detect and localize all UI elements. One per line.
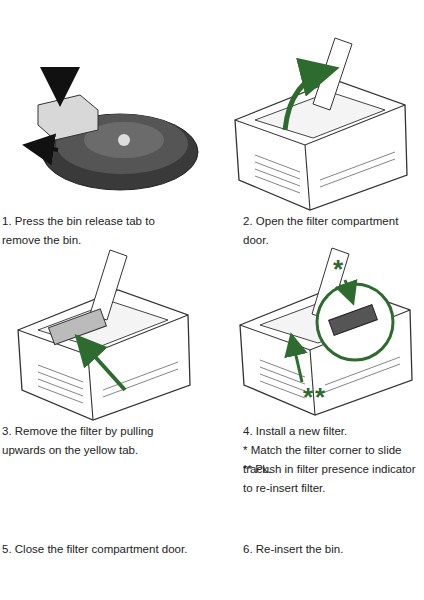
step-caption: 2. Open the filter compartment door. [243, 212, 421, 250]
note-text: ** Push in filter presence indicator to … [243, 460, 421, 498]
robot-figure [30, 72, 198, 190]
callout-mark: * [333, 256, 345, 282]
bin-figure [18, 250, 190, 420]
step-caption: 6. Re-insert the bin. [243, 540, 421, 559]
callout-mark: ** [303, 384, 327, 410]
step-caption: 3. Remove the filter by pulling upwards … [2, 422, 192, 460]
step-caption: 1. Press the bin release tab to remove t… [2, 212, 192, 250]
bin-figure [240, 248, 412, 415]
bin-figure [235, 38, 407, 210]
step-caption: 5. Close the filter compartment door. [2, 540, 192, 559]
step-caption: 4. Install a new filter. [243, 422, 421, 441]
